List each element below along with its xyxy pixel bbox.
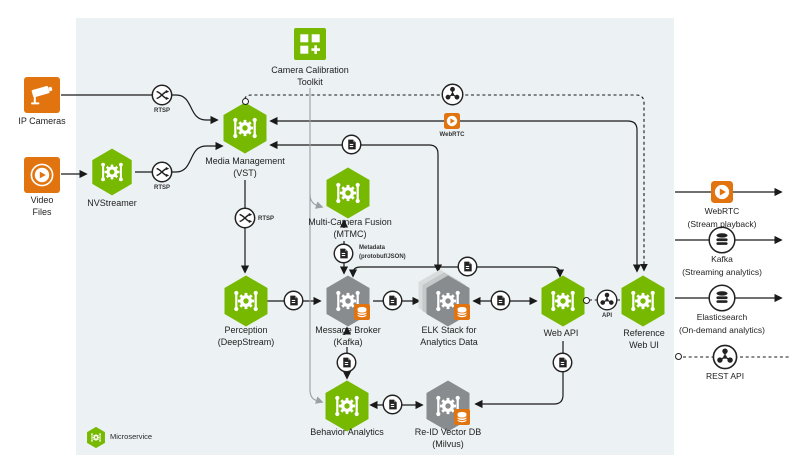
rtsp-swap-icon (234, 207, 256, 229)
rtsp-label: RTSP (153, 185, 171, 191)
message-broker-label: Message Broker (Kafka) (315, 325, 381, 347)
nvstreamer-label: NVStreamer (87, 198, 137, 208)
elasticsearch-db-icon (708, 284, 736, 312)
rest-api-icon (712, 344, 738, 370)
rest-api-label: REST API (705, 371, 745, 381)
metadata-doc-icon (333, 243, 354, 264)
message-broker-node (324, 274, 370, 328)
media-management-label: Media Management (VST) (205, 156, 285, 178)
elk-stack-label: ELK Stack for Analytics Data (420, 325, 478, 347)
perception-label: Perception (DeepStream) (217, 325, 275, 347)
ip-cameras-label: IP Cameras (18, 116, 66, 126)
rtsp-label: RTSP (258, 216, 275, 222)
microservice-legend-label: Microservice (110, 432, 153, 441)
web-api-node (539, 274, 587, 328)
perception-node (222, 274, 270, 328)
api-port-circle (583, 297, 590, 304)
video-files-label: Video Files (30, 195, 54, 217)
api-icon (596, 289, 618, 311)
webrtc-label: WebRTC (439, 132, 465, 138)
metadata-doc-icon (341, 134, 362, 155)
api-label: API (601, 313, 613, 319)
multi-camera-fusion-node (324, 166, 372, 220)
nvstreamer-node (90, 147, 134, 197)
kafka-db-icon (708, 226, 736, 254)
web-api-label: Web API (543, 328, 579, 338)
microservice-legend-icon (86, 426, 106, 449)
reference-web-ui-node (619, 274, 667, 328)
behavior-analytics-node (323, 379, 371, 433)
camera-calibration-label: Camera Calibration Toolkit (271, 65, 349, 87)
metadata-doc-icon (457, 256, 478, 277)
behavior-analytics-label: Behavior Analytics (310, 427, 384, 437)
metadata-doc-icon (336, 352, 357, 373)
rtsp-swap-icon (151, 161, 173, 183)
metadata-label: Metadata (protobuf/JSON) (359, 245, 406, 260)
rtsp-swap-icon (151, 84, 173, 106)
rest-port-circle (242, 98, 249, 105)
database-badge-icon (454, 304, 470, 320)
elk-stack-node (418, 269, 470, 327)
metadata-doc-icon (283, 290, 304, 311)
rest-port-circle (675, 353, 682, 360)
media-management-node (221, 101, 269, 155)
metadata-doc-icon (382, 290, 403, 311)
rtsp-label: RTSP (153, 108, 171, 114)
video-files-icon (24, 157, 60, 193)
database-badge-icon (354, 304, 370, 320)
metadata-doc-icon (382, 394, 403, 415)
elasticsearch-output-label: Elasticsearch (On-demand analytics) (679, 312, 765, 335)
webrtc-output-icon (711, 181, 733, 203)
metadata-doc-icon (490, 290, 511, 311)
webrtc-output-label: WebRTC (Stream playback) (687, 206, 757, 229)
reid-vector-db-label: Re-ID Vector DB (Milvus) (414, 427, 482, 449)
database-badge-icon (454, 409, 470, 425)
camera-calibration-icon (294, 28, 326, 60)
metadata-doc-icon (552, 352, 573, 373)
reid-vector-db-node (424, 379, 470, 433)
kafka-output-label: Kafka (Streaming analytics) (682, 254, 762, 277)
api-icon (441, 83, 464, 106)
multi-camera-fusion-label: Multi-Camera Fusion (MTMC) (308, 217, 392, 239)
webrtc-icon (444, 113, 460, 129)
ip-cameras-icon (24, 77, 60, 113)
reference-web-ui-label: Reference Web UI (623, 328, 665, 350)
